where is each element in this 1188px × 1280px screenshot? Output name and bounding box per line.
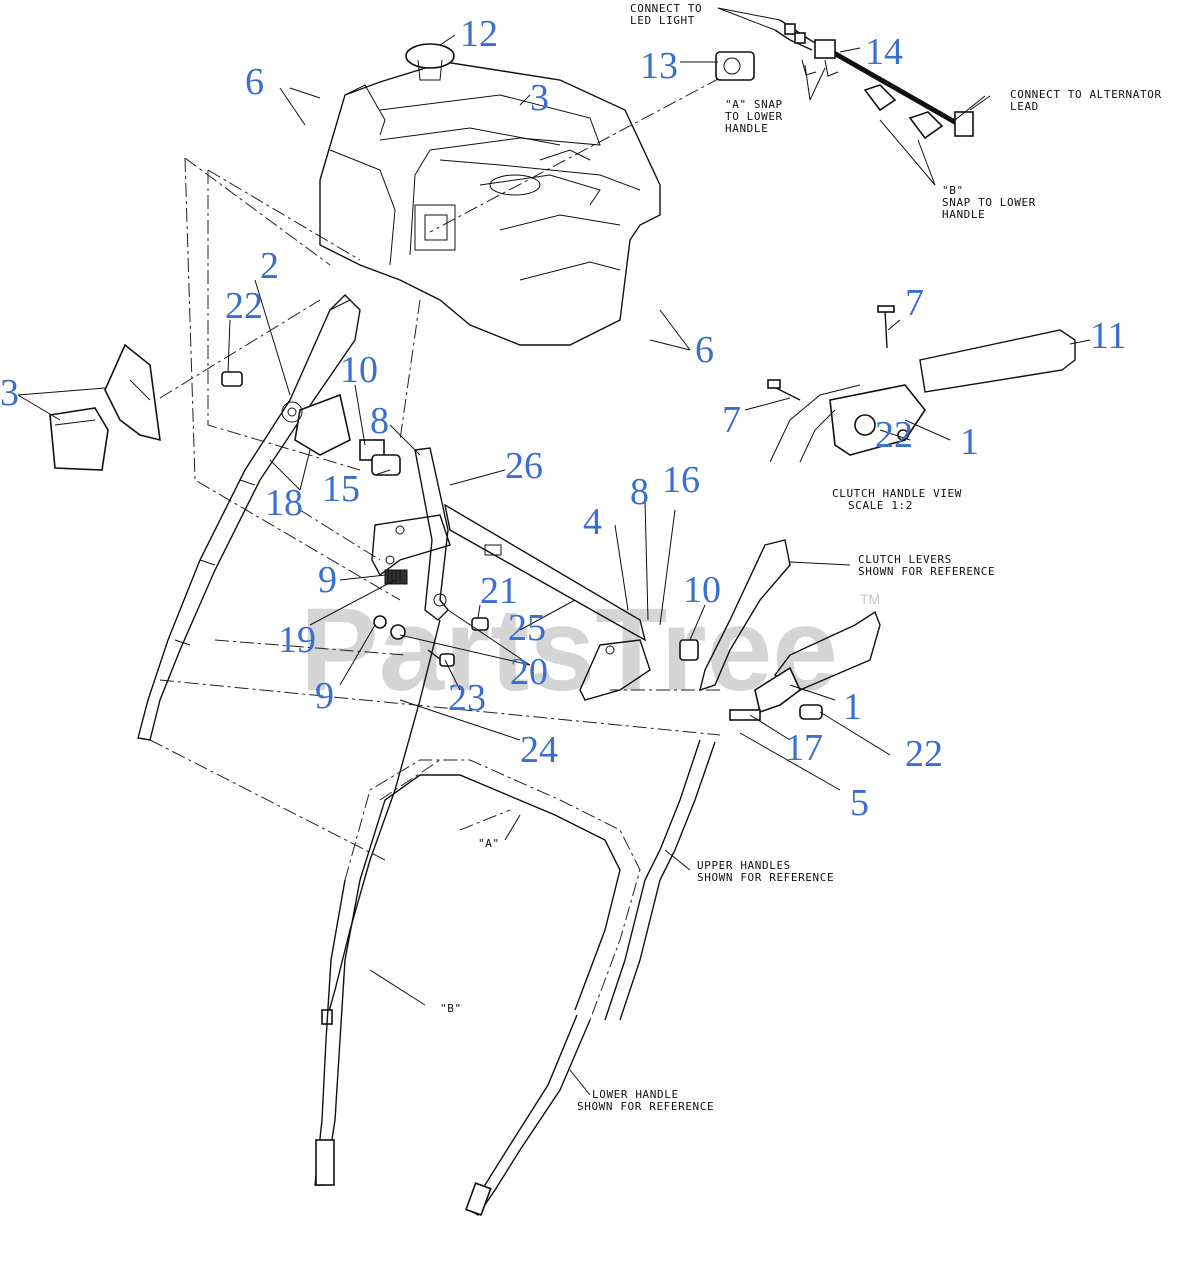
leader-lines: [17, 7, 1091, 1096]
washer-part: [373, 615, 387, 629]
washer-part: [390, 624, 406, 640]
callout-21[interactable]: 21: [480, 570, 518, 612]
note-snap-a: "A" SNAP: [725, 98, 783, 111]
knob: [405, 43, 455, 69]
note-alternator: CONNECT TO ALTERNATOR: [1010, 88, 1162, 101]
callout-25[interactable]: 25: [508, 607, 546, 649]
callout-11[interactable]: 11: [1090, 315, 1127, 357]
upper-handles-reference: [344, 739, 716, 1021]
callout-22-bottom[interactable]: 22: [905, 733, 943, 775]
pins: [427, 617, 489, 667]
callout-8-right[interactable]: 8: [630, 471, 649, 513]
upper-handle-left: [137, 294, 361, 741]
note-clutch-levers: CLUTCH LEVERS: [858, 553, 952, 566]
callout-1-top[interactable]: 1: [960, 421, 979, 463]
callout-20[interactable]: 20: [510, 651, 548, 693]
part-callouts: 12 3 6 13 14 6 3 2 22 10 8 15 26 18 9 19…: [0, 13, 1127, 824]
clutch-handle-detail: [767, 305, 1076, 463]
annotation-notes: CONNECT TO LED LIGHT "A" SNAP TO LOWER H…: [440, 2, 1162, 1113]
callout-5[interactable]: 5: [850, 782, 869, 824]
watermark: PartsTree: [300, 584, 838, 716]
socket-part: [715, 51, 755, 81]
note-snap-b-3: HANDLE: [942, 208, 985, 221]
cross-bar: [371, 503, 651, 701]
note-snap-b: "B": [942, 184, 964, 197]
note-connect-led: CONNECT TO: [630, 2, 702, 15]
dash-panel-assembly: [319, 43, 661, 346]
wire-harness: [774, 19, 986, 140]
callout-1-bottom[interactable]: 1: [843, 686, 862, 728]
callout-18[interactable]: 18: [265, 482, 303, 524]
callout-10-right[interactable]: 10: [683, 569, 721, 611]
note-lower-handle-2: SHOWN FOR REFERENCE: [577, 1100, 714, 1113]
callout-3-top[interactable]: 3: [530, 77, 549, 119]
note-clutch-view: CLUTCH HANDLE VIEW: [832, 487, 962, 500]
callout-9-top[interactable]: 9: [318, 559, 337, 601]
callout-6-top[interactable]: 6: [245, 61, 264, 103]
note-lower-handle: LOWER HANDLE: [592, 1088, 679, 1101]
callout-26[interactable]: 26: [505, 445, 543, 487]
callout-22-detail[interactable]: 22: [875, 414, 913, 456]
callout-7-top[interactable]: 7: [905, 282, 924, 324]
callout-10-left[interactable]: 10: [340, 349, 378, 391]
note-upper-handles-2: SHOWN FOR REFERENCE: [697, 871, 834, 884]
callout-14[interactable]: 14: [865, 31, 903, 73]
clutch-lever-right: [679, 539, 881, 721]
note-clutch-view-scale: SCALE 1:2: [848, 499, 913, 512]
note-snap-a-2: TO LOWER: [725, 110, 783, 123]
note-upper-handles: UPPER HANDLES: [697, 859, 791, 872]
shift-bracket-left: [221, 371, 401, 476]
callout-9-bottom[interactable]: 9: [315, 675, 334, 717]
spring-part: [384, 569, 408, 585]
note-snap-a-3: HANDLE: [725, 122, 768, 135]
callout-3-left[interactable]: 3: [0, 372, 19, 414]
callout-13[interactable]: 13: [640, 45, 678, 87]
callout-23[interactable]: 23: [448, 677, 486, 719]
note-alternator-2: LEAD: [1010, 100, 1039, 113]
callout-22-left[interactable]: 22: [225, 285, 263, 327]
callout-7-left[interactable]: 7: [722, 399, 741, 441]
callout-19[interactable]: 19: [278, 619, 316, 661]
callout-15[interactable]: 15: [322, 468, 360, 510]
lower-handle-reference: [314, 879, 661, 1216]
callout-17[interactable]: 17: [785, 727, 823, 769]
callout-4[interactable]: 4: [583, 501, 602, 543]
note-ref-b: "B": [440, 1002, 462, 1015]
callout-24[interactable]: 24: [520, 729, 558, 771]
note-snap-b-2: SNAP TO LOWER: [942, 196, 1036, 209]
callout-6-right[interactable]: 6: [695, 329, 714, 371]
callout-2[interactable]: 2: [260, 245, 279, 287]
note-clutch-levers-2: SHOWN FOR REFERENCE: [858, 565, 995, 578]
watermark-tm: TM: [860, 591, 880, 607]
note-connect-led-2: LED LIGHT: [630, 14, 695, 27]
side-cover: [49, 343, 161, 471]
callout-16[interactable]: 16: [662, 459, 700, 501]
alignment-lines: [149, 77, 721, 861]
note-ref-a: "A": [478, 837, 500, 850]
callout-8-left[interactable]: 8: [370, 400, 389, 442]
callout-12[interactable]: 12: [460, 13, 498, 55]
